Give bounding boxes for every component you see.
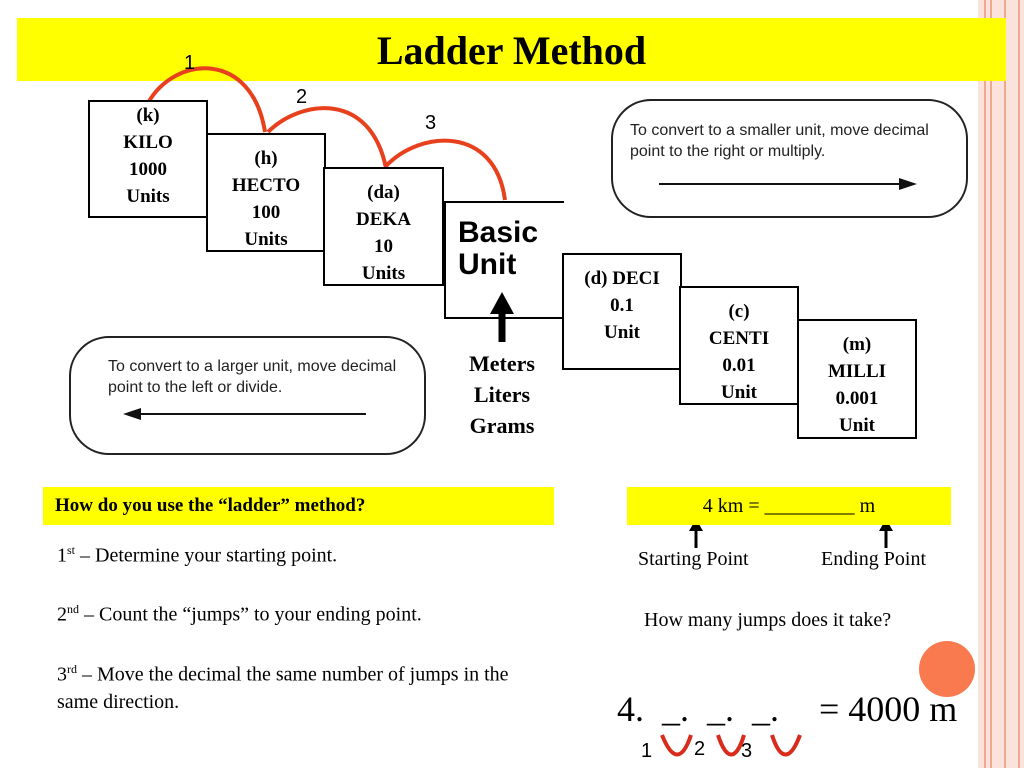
deka-prefix: (da) [367, 182, 400, 203]
kilo-box: (k) KILO 1000 Units [88, 100, 208, 218]
kilo-prefix: (k) [136, 105, 160, 126]
kilo-value: 1000 [129, 159, 167, 180]
instruction-1-text: – Determine your starting point. [75, 544, 338, 567]
example-equation: 4 km = _________ m [702, 495, 876, 517]
title-bar: Ladder Method [17, 18, 1006, 81]
right-arrow-icon [659, 178, 917, 190]
answer-jump-2: 2 [694, 738, 706, 760]
instruction-3-ordinal: 3 [57, 663, 67, 686]
larger-unit-note: To convert to a larger unit, move decima… [69, 336, 426, 455]
centi-name: CENTI [708, 328, 770, 349]
deka-value: 10 [374, 236, 393, 257]
base-unit-grams: Grams [469, 413, 535, 438]
deka-name: DEKA [356, 209, 411, 230]
kilo-unit: Units [126, 186, 170, 207]
starting-point-label: Starting Point [638, 548, 749, 570]
centi-prefix: (c) [728, 301, 750, 322]
basic-unit-box: Basic Unit [444, 201, 564, 319]
base-unit-liters: Liters [473, 382, 531, 407]
answer-digits: 4. _. _. _. [617, 689, 779, 729]
answer-jump-arc-1 [660, 734, 693, 757]
jump-number-3: 3 [425, 112, 437, 134]
base-unit-meters: Meters [469, 351, 535, 376]
answer-jump-3: 3 [741, 740, 753, 762]
milli-value: 0.001 [835, 388, 879, 409]
answer-jump-1: 1 [641, 740, 653, 762]
answer-result: = 4000 m [819, 689, 958, 729]
deci-value: 0.1 [610, 295, 634, 316]
instruction-2-ordinal: 2 [57, 603, 67, 626]
instruction-1-suffix: st [67, 543, 76, 557]
base-units-list: Meters Liters Grams [456, 348, 548, 441]
jump-number-1: 1 [184, 52, 196, 74]
centi-box: (c) CENTI 0.01 Unit [679, 286, 799, 405]
basic-unit-line1: Basic [458, 216, 539, 249]
ending-point-label: Ending Point [821, 548, 927, 570]
milli-prefix: (m) [842, 334, 872, 355]
instruction-3-suffix: rd [67, 662, 77, 676]
deci-label: (d) DECI [584, 268, 660, 289]
jump-number-2: 2 [296, 86, 308, 108]
hecto-name: HECTO [231, 175, 301, 196]
instruction-2: 2nd – Count the “jumps” to your ending p… [57, 596, 537, 629]
page-title: Ladder Method [376, 28, 647, 73]
hecto-value: 100 [251, 202, 281, 223]
larger-unit-text: To convert to a larger unit, move decima… [108, 358, 397, 396]
smaller-unit-text: To convert to a smaller unit, move decim… [630, 122, 929, 160]
hecto-unit: Units [244, 229, 288, 250]
deci-unit: Unit [604, 322, 640, 343]
centi-unit: Unit [721, 382, 757, 403]
instruction-3: 3rd – Move the decimal the same number o… [57, 656, 527, 716]
instruction-3-text: – Move the decimal the same number of ju… [57, 663, 509, 713]
instruction-1-ordinal: 1 [57, 544, 67, 567]
question-text: How do you use the “ladder” method? [55, 495, 366, 516]
milli-name: MILLI [827, 361, 887, 382]
example-equation-box: 4 km = _________ m [627, 487, 951, 525]
hecto-prefix: (h) [254, 148, 278, 169]
centi-value: 0.01 [722, 355, 756, 376]
deka-unit: Units [361, 263, 406, 284]
deka-box: (da) DEKA 10 Units [323, 167, 444, 286]
instruction-2-text: – Count the “jumps” to your ending point… [79, 603, 422, 626]
question-heading: How do you use the “ladder” method? [43, 487, 554, 525]
jumps-prompt: How many jumps does it take? [644, 609, 892, 631]
milli-box: (m) MILLI 0.001 Unit [797, 319, 917, 439]
deci-box: (d) DECI 0.1 Unit [562, 253, 682, 370]
hecto-box: (h) HECTO 100 Units [206, 133, 326, 252]
instruction-1: 1st – Determine your starting point. [57, 537, 537, 570]
answer-jump-arc-3 [770, 734, 802, 757]
kilo-name: KILO [123, 132, 173, 153]
milli-unit: Unit [839, 415, 875, 436]
basic-unit-line2: Unit [458, 248, 517, 281]
smaller-unit-note: To convert to a smaller unit, move decim… [611, 99, 968, 218]
instruction-2-suffix: nd [67, 602, 79, 616]
decorative-stripes [978, 0, 1024, 768]
left-arrow-icon [123, 408, 366, 420]
